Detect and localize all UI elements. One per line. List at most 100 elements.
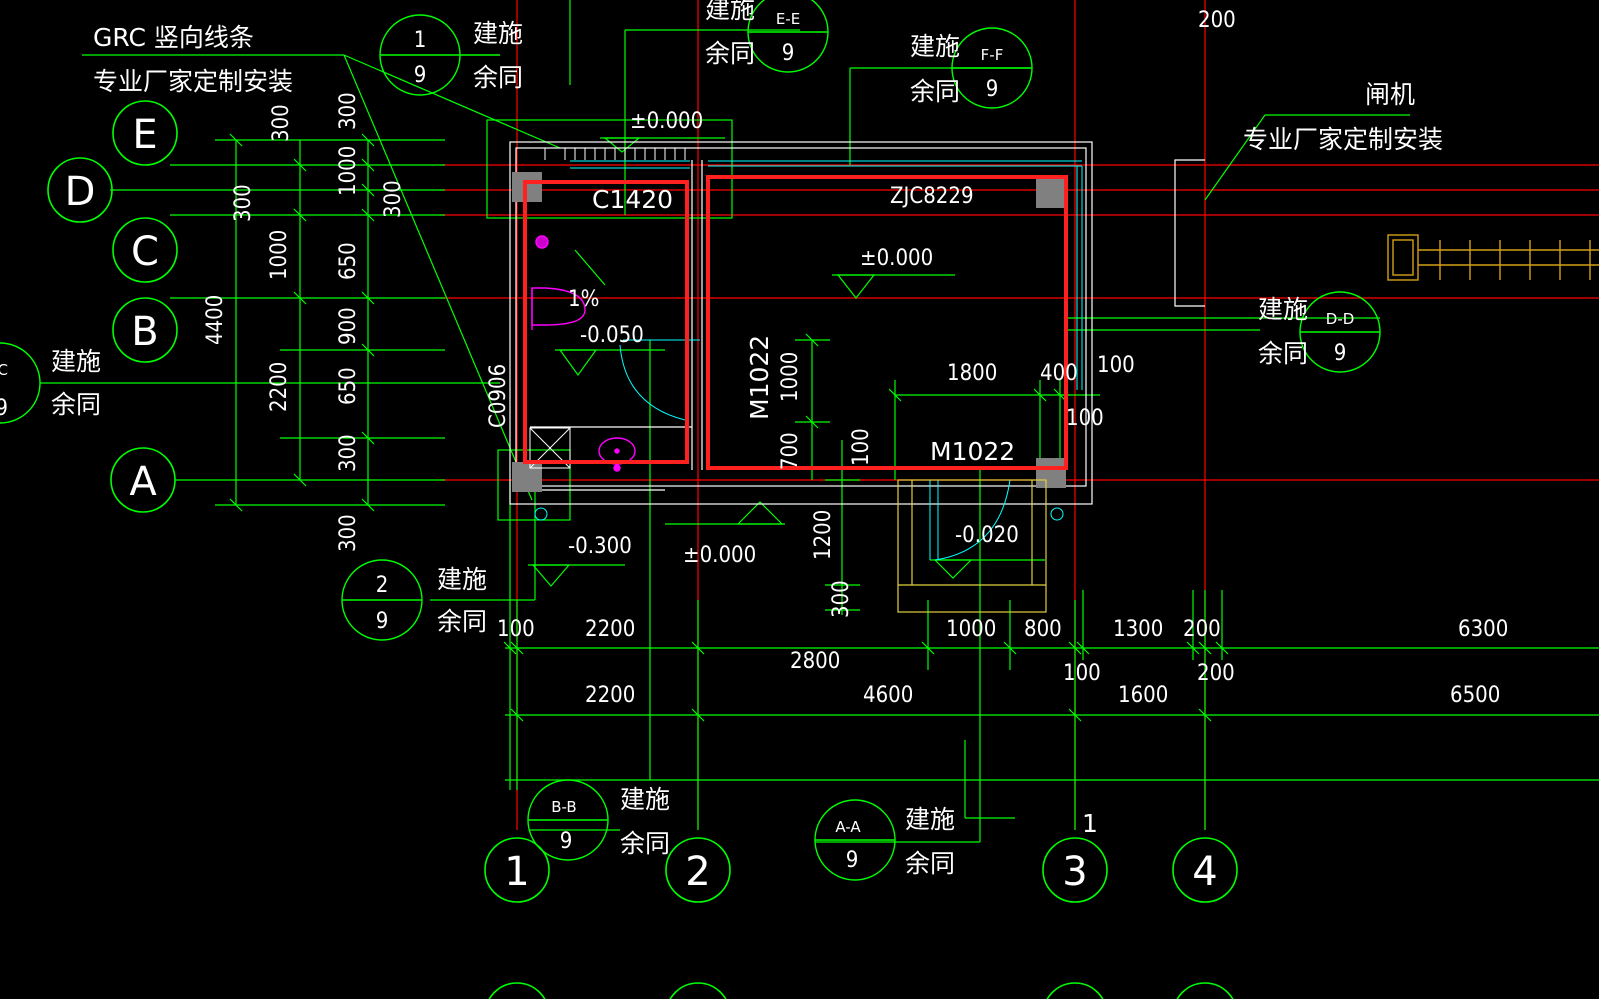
dim-left-c2-300b: 300: [336, 92, 361, 130]
axis-label-1: 1: [504, 849, 529, 895]
code-window-c0906: C0906: [486, 364, 511, 428]
dim-bottom-r3-6500: 6500: [1450, 683, 1500, 708]
dim-bottom-r1-800: 800: [1024, 617, 1062, 642]
dim-interior-300: 300: [829, 580, 854, 618]
section-ref-ee-bottom: 9: [782, 41, 795, 66]
elevation-entrance: -0.020: [955, 523, 1019, 548]
gate-machine: [1387, 234, 1599, 281]
section-ref-1-bottom: 9: [414, 63, 427, 88]
axis-label-c: C: [131, 229, 159, 275]
axis-label-b: B: [131, 309, 158, 355]
section-ref-2-word2: 余同: [437, 607, 487, 636]
section-ref-dd-top: D-D: [1326, 310, 1355, 328]
note-gate-line2: 专业厂家定制安装: [1243, 125, 1443, 154]
dim-interior-700: 700: [778, 432, 803, 470]
dim-interior-100c: 100: [849, 428, 874, 466]
axis-label-d: D: [65, 169, 96, 215]
section-ref-c-bottom: 9: [0, 396, 8, 421]
note-grc-line1: GRC 竖向线条: [93, 23, 254, 52]
grid-bubbles: [47, 100, 1238, 999]
elevation-roof-top: ±0.000: [630, 109, 703, 134]
dim-left-c2-650b: 300: [336, 434, 361, 472]
section-ref-dd-word2: 余同: [1258, 339, 1308, 368]
dim-left-c1-300: 300: [231, 184, 256, 222]
code-door-bottom: M1022: [930, 437, 1015, 466]
note-gate-line1: 闸机: [1365, 80, 1415, 109]
section-ref-c-word1: 建施: [51, 347, 101, 376]
dim-bottom-r1-2200: 2200: [585, 617, 635, 642]
dim-interior-1000: 1000: [778, 352, 803, 402]
section-ref-1-top: 1: [414, 28, 427, 53]
section-ref-bb-word1: 建施: [620, 785, 670, 814]
section-ref-bubbles: [0, 0, 1381, 881]
code-door-left: M1022: [745, 335, 774, 420]
window-lines: [534, 160, 1083, 561]
dim-bottom-r2-200: 200: [1197, 661, 1235, 686]
note-grc-line2: 专业厂家定制安装: [93, 67, 293, 96]
dim-interior-1200: 1200: [811, 510, 836, 560]
dim-left-c1-1000: 1000: [267, 230, 292, 280]
section-ref-ff-bottom: 9: [986, 77, 999, 102]
section-ref-ff-top: F-F: [981, 46, 1004, 64]
dim-interior-400: 400: [1040, 361, 1078, 386]
section-ref-c-top: C: [0, 361, 8, 379]
dim-bottom-r1-200: 200: [1183, 617, 1221, 642]
axis-label-2: 2: [685, 849, 710, 895]
dim-bottom-r3-2200: 2200: [585, 683, 635, 708]
grille: [544, 148, 686, 160]
section-ref-2-top: 2: [376, 573, 389, 598]
dim-left-total: 4400: [203, 295, 228, 345]
dim-left-bottom-300: 300: [336, 514, 361, 552]
code-window-zjc8229: ZJC8229: [890, 184, 974, 209]
code-window-c1420: C1420: [592, 185, 673, 214]
dim-bottom-r1-100: 100: [497, 617, 535, 642]
dim-left-c2-1000: 650: [336, 242, 361, 280]
section-ref-dd-word1: 建施: [1258, 295, 1308, 324]
axis-label-4: 4: [1192, 849, 1217, 895]
dim-bottom-r1-6300: 6300: [1458, 617, 1508, 642]
section-ref-aa-top: A-A: [835, 818, 861, 836]
section-ref-aa-bottom: 9: [846, 848, 859, 873]
axis-note: 1: [1082, 809, 1098, 838]
section-ref-ee-word1: 建施: [705, 0, 755, 24]
gate-frame: [1174, 159, 1205, 307]
dim-bottom-r1-1300: 1300: [1113, 617, 1163, 642]
elevation-slope: 1%: [568, 287, 599, 312]
dim-left-c2-900: 650: [336, 367, 361, 405]
elevation-toilet: -0.050: [580, 323, 644, 348]
dim-left-c1-2200: 2200: [267, 362, 292, 412]
section-ref-ee-top: E-E: [776, 10, 800, 28]
section-ref-dd-bottom: 9: [1334, 341, 1347, 366]
section-ref-ff-word1: 建施: [910, 32, 960, 61]
elevation-main-room: ±0.000: [860, 246, 933, 271]
elevation-outside-left: -0.300: [568, 534, 632, 559]
section-ref-aa-word2: 余同: [905, 849, 955, 878]
dim-left-c3-300: 300: [381, 180, 406, 218]
dim-interior-100b: 100: [1066, 406, 1104, 431]
dim-left-c2-300c: 1000: [336, 146, 361, 196]
dim-left-c2-300a: 300: [269, 104, 294, 142]
section-ref-bb-bottom: 9: [560, 829, 573, 854]
highlight-main-room: [706, 175, 1068, 470]
dim-interior-1800: 1800: [947, 361, 997, 386]
section-ref-aa-word1: 建施: [905, 805, 955, 834]
section-ref-bb-top: B-B: [551, 798, 576, 816]
dim-interior-100a: 100: [1097, 353, 1135, 378]
dim-top-200: 200: [1198, 8, 1236, 33]
elevation-outside-mid: ±0.000: [683, 543, 756, 568]
section-ref-1-word2: 余同: [473, 63, 523, 92]
dim-bottom-r1-1000: 1000: [946, 617, 996, 642]
fixtures: [531, 235, 636, 472]
axis-label-3: 3: [1062, 849, 1087, 895]
dim-bottom-r3-4600: 4600: [863, 683, 913, 708]
section-ref-2-bottom: 9: [376, 609, 389, 634]
dim-left-c2-650a: 900: [336, 307, 361, 345]
axis-label-a: A: [129, 459, 157, 505]
walls: [509, 141, 1093, 505]
dimension-lines: [40, 0, 1599, 843]
dim-bottom-r2-2800: 2800: [790, 649, 840, 674]
section-ref-1-word1: 建施: [473, 19, 523, 48]
dim-bottom-r2-100: 100: [1063, 661, 1101, 686]
highlight-boxes: [523, 175, 1068, 470]
